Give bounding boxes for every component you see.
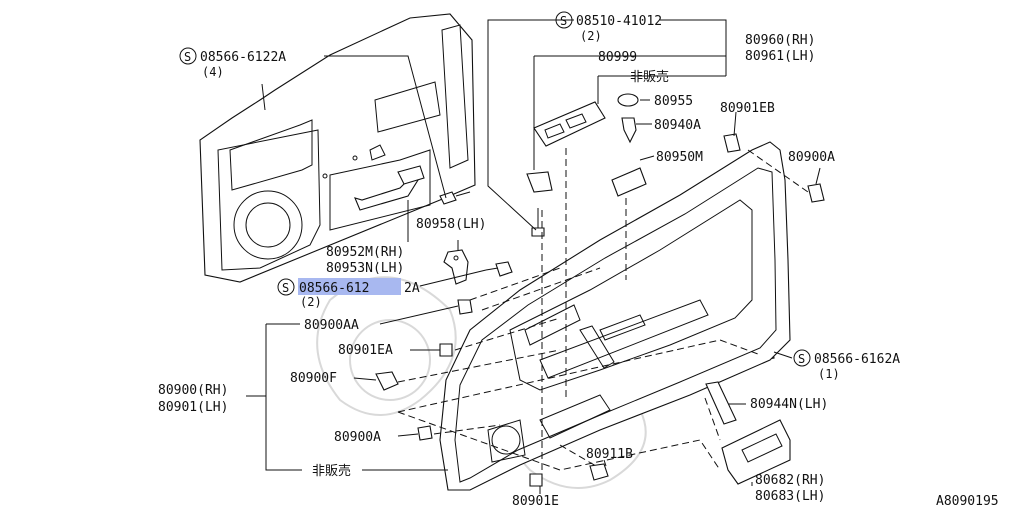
clips xyxy=(611,93,647,197)
label-08566-6122A-top: 08566-6122A xyxy=(200,50,286,65)
screw-mark-letter: S xyxy=(184,50,191,64)
label-80683: 80683(LH) xyxy=(755,489,825,504)
label-80682: 80682(RH) xyxy=(755,473,825,488)
screws xyxy=(375,133,825,487)
label-80900A-left: 80900A xyxy=(334,430,381,445)
screw-mark-letter: S xyxy=(560,14,567,28)
power-window-switch xyxy=(526,101,606,193)
screw-mark-icon xyxy=(179,47,197,65)
door-handle-cover xyxy=(721,419,791,485)
label-08510-41012: 08510-41012 xyxy=(576,14,662,29)
screw-mark-icon xyxy=(277,278,295,296)
label-80940A: 80940A xyxy=(654,118,701,133)
screw-mark-letter: S xyxy=(282,281,289,295)
label-08566-mid-qty: (2) xyxy=(300,295,322,309)
label-08566-mid-rest: 2A xyxy=(404,281,420,296)
label-80901EB: 80901EB xyxy=(720,101,775,116)
label-80958: 80958(LH) xyxy=(416,217,486,232)
label-80900: 80900(RH) xyxy=(158,383,228,398)
label-08510-qty: (2) xyxy=(580,29,602,43)
label-08566-top-qty: (4) xyxy=(202,65,224,79)
highlight-box xyxy=(298,278,401,295)
part-labels: 08510-41012 (2) 80960(RH) 80961(LH) 8099… xyxy=(158,14,999,509)
label-80911B: 80911B xyxy=(586,447,633,462)
label-80950M: 80950M xyxy=(656,150,703,165)
screw-mark-icon xyxy=(555,11,573,29)
door-trim-panel xyxy=(439,141,791,491)
label-80955: 80955 xyxy=(654,94,693,109)
label-80952M: 80952M(RH) xyxy=(326,245,404,260)
label-not-sold-top: 非販売 xyxy=(630,69,669,85)
assembly-dashed-lines xyxy=(397,148,809,471)
label-80901EA: 80901EA xyxy=(338,343,393,358)
label-not-sold-bottom: 非販売 xyxy=(312,463,351,479)
screw-markers: S S S S xyxy=(179,11,811,367)
label-80900AA: 80900AA xyxy=(304,318,359,333)
label-80961: 80961(LH) xyxy=(745,49,815,64)
label-80901E: 80901E xyxy=(512,494,559,509)
door-inner-panel xyxy=(199,13,476,283)
leader-lines xyxy=(246,19,821,494)
label-80900A-right: 80900A xyxy=(788,150,835,165)
trim-strip xyxy=(705,381,737,425)
screw-mark-icon xyxy=(793,349,811,367)
label-08566-right-qty: (1) xyxy=(818,367,840,381)
label-08566-6162A: 08566-6162A xyxy=(814,352,900,367)
label-80944N: 80944N(LH) xyxy=(750,397,828,412)
label-80999: 80999 xyxy=(598,50,637,65)
screw-mark-letter: S xyxy=(798,352,805,366)
label-80960: 80960(RH) xyxy=(745,33,815,48)
label-08566-612-highlight: 08566-612 xyxy=(299,281,369,296)
bracket-part xyxy=(354,165,425,211)
label-80901: 80901(LH) xyxy=(158,400,228,415)
diagram-reference-code: A8090195 xyxy=(936,494,999,509)
label-80900F: 80900F xyxy=(290,371,337,386)
label-80953N: 80953N(LH) xyxy=(326,261,404,276)
